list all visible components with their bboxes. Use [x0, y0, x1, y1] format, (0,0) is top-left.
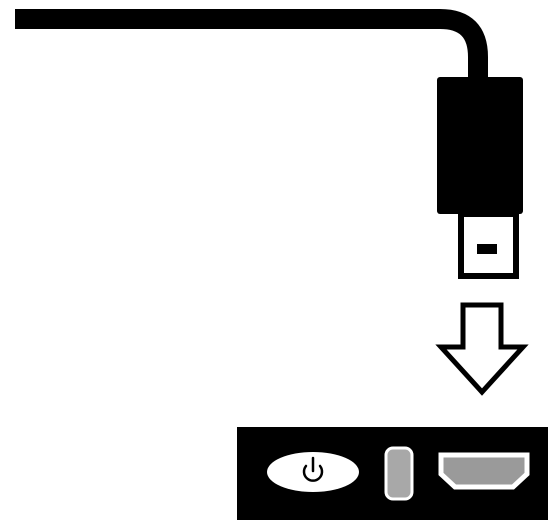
usb-plug-body — [437, 77, 523, 214]
hdmi-port-icon — [438, 452, 530, 490]
usb-cable-icon — [15, 9, 488, 78]
usb-plug-icon — [458, 211, 519, 279]
led-indicator-icon — [384, 446, 414, 501]
power-button-icon — [267, 452, 359, 492]
down-arrow-icon — [435, 302, 529, 396]
